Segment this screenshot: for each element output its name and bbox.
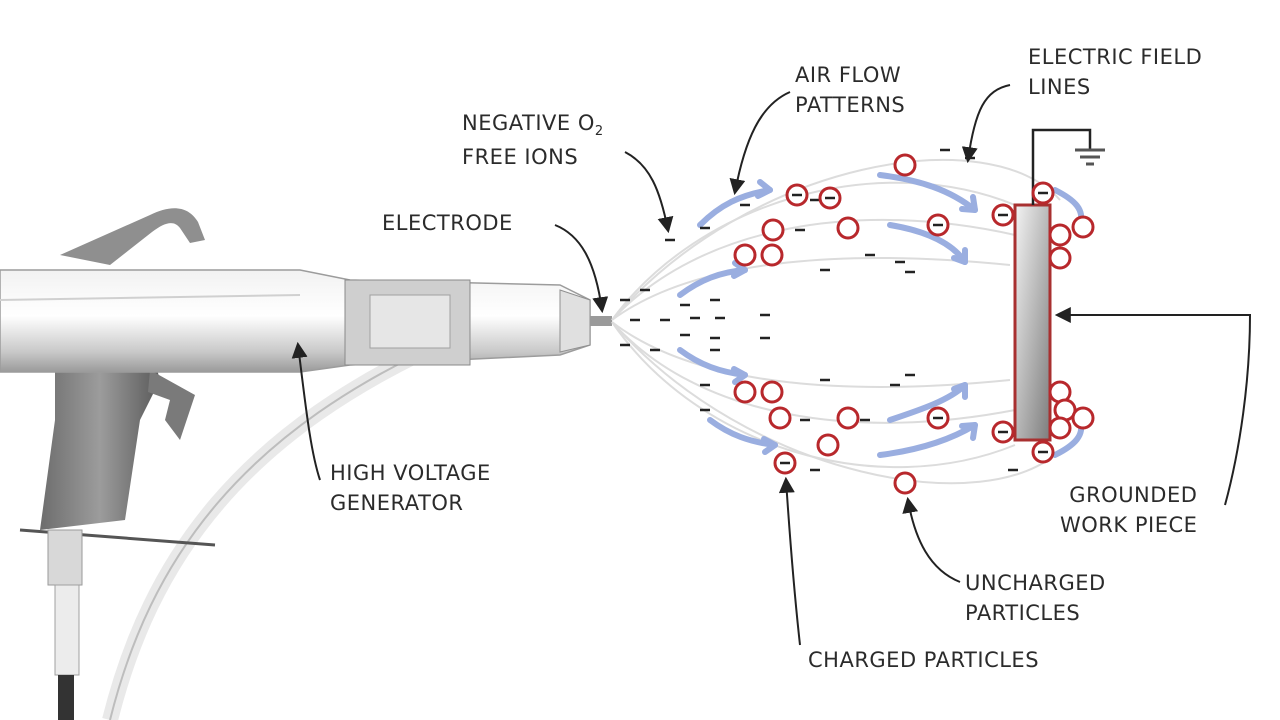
gun-grip — [40, 345, 160, 530]
leader-lines — [291, 84, 1252, 646]
label-electric-field-line2: LINES — [1028, 75, 1091, 99]
label-negative-ions-line2: FREE IONS — [462, 145, 579, 169]
ground-symbol-icon — [1075, 148, 1105, 166]
label-electrode: ELECTRODE — [382, 208, 513, 238]
work-piece-plate — [1013, 203, 1052, 442]
label-hv-line1: HIGH VOLTAGE — [330, 461, 491, 485]
charged-particle — [773, 451, 797, 475]
label-air-flow-line2: PATTERNS — [795, 93, 906, 117]
charged-particle — [818, 186, 842, 210]
gun-trigger — [148, 370, 195, 440]
label-negative-ions-subscript: 2 — [594, 124, 604, 139]
leader-grounded-work-piece — [1054, 307, 1252, 506]
label-charged-text: CHARGED PARTICLES — [808, 648, 1040, 672]
uncharged-particle — [1071, 215, 1095, 239]
uncharged-particle — [836, 406, 860, 430]
charged-particle — [785, 183, 809, 207]
airflow-arrow — [877, 172, 978, 213]
leader-charged — [778, 476, 801, 646]
uncharged-particle — [1048, 246, 1072, 270]
uncharged-particle — [768, 406, 792, 430]
uncharged-particle — [733, 243, 757, 267]
grounded-work-piece — [1013, 128, 1105, 442]
label-uncharged-particles: UNCHARGED PARTICLES — [965, 568, 1106, 628]
label-high-voltage-generator: HIGH VOLTAGE GENERATOR — [330, 458, 491, 518]
ground-wire — [1031, 128, 1092, 205]
uncharged-particle — [760, 243, 784, 267]
charged-particle — [1031, 181, 1055, 205]
label-grounded-work-piece: GROUNDED WORK PIECE — [1040, 480, 1197, 540]
uncharged-particle — [893, 153, 917, 177]
electrode — [590, 316, 612, 326]
label-electrode-text: ELECTRODE — [382, 211, 513, 235]
label-negative-ions-prefix: NEGATIVE O — [462, 111, 595, 135]
uncharged-particle — [1071, 406, 1095, 430]
label-grounded-line1: GROUNDED — [1069, 483, 1198, 507]
label-charged-particles: CHARGED PARTICLES — [808, 645, 1039, 675]
airflow-arrows — [677, 172, 1085, 458]
label-uncharged-line2: PARTICLES — [965, 601, 1081, 625]
charged-particle — [926, 406, 950, 430]
uncharged-particle — [761, 218, 785, 242]
charged-particles — [773, 181, 1055, 475]
leader-uncharged — [902, 496, 961, 583]
gun-hook — [60, 208, 205, 265]
charged-particle — [1031, 440, 1055, 464]
label-negative-ions-line1: NEGATIVE O2 — [462, 108, 604, 142]
leader-electrode — [554, 224, 609, 314]
leader-electric-field — [961, 84, 1011, 164]
gun-barrel — [0, 269, 591, 373]
label-negative-ions: NEGATIVE O2 FREE IONS — [462, 108, 604, 172]
label-electric-field-line1: ELECTRIC FIELD — [1028, 45, 1203, 69]
uncharged-particles — [733, 153, 1095, 495]
uncharged-particle — [836, 216, 860, 240]
uncharged-particle — [893, 471, 917, 495]
label-uncharged-line1: UNCHARGED — [965, 571, 1106, 595]
label-air-flow-patterns: AIR FLOW PATTERNS — [795, 60, 905, 120]
spray-gun — [0, 208, 612, 720]
charged-particle — [991, 420, 1015, 444]
label-air-flow-line1: AIR FLOW — [795, 63, 902, 87]
label-grounded-line2: WORK PIECE — [1060, 513, 1198, 537]
leader-air-flow — [729, 91, 791, 196]
uncharged-particle — [816, 433, 840, 457]
uncharged-particle — [1048, 223, 1072, 247]
uncharged-particle — [733, 380, 757, 404]
leader-high-voltage — [291, 341, 321, 481]
leader-negative-ions — [624, 151, 674, 234]
airflow-arrow — [877, 422, 978, 458]
charged-particle — [991, 203, 1015, 227]
airflow-arrow — [887, 222, 968, 265]
label-electric-field-lines: ELECTRIC FIELD LINES — [1028, 42, 1202, 102]
charged-particle — [926, 213, 950, 237]
uncharged-particle — [760, 380, 784, 404]
gun-nozzle — [559, 289, 591, 353]
uncharged-particle — [1048, 416, 1072, 440]
label-hv-line2: GENERATOR — [330, 491, 464, 515]
